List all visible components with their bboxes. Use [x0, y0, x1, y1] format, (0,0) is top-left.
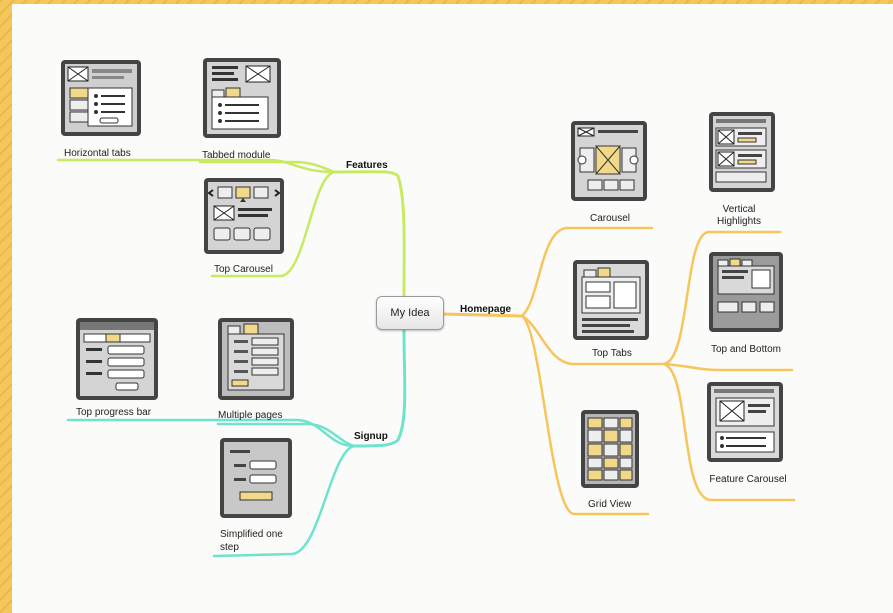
feature-carousel-wireframe-icon	[707, 382, 783, 462]
node-top-tabs[interactable]: Top Tabs	[592, 348, 632, 359]
link-homepage-top-tabs	[520, 314, 666, 366]
node-horizontal-tabs[interactable]: Horizontal tabs	[64, 148, 131, 159]
root-node[interactable]: My Idea	[376, 296, 444, 330]
node-simplified-one-step[interactable]: Simplified one step	[220, 529, 283, 553]
link-homepage-carousel	[520, 226, 654, 318]
top-and-bottom-wireframe-icon	[709, 252, 783, 332]
multiple-pages-wireframe-icon	[218, 318, 294, 400]
branch-features-label[interactable]: Features	[346, 160, 388, 171]
link-root-signup	[352, 328, 407, 448]
node-top-and-bottom[interactable]: Top and Bottom	[710, 344, 782, 355]
root-label: My Idea	[390, 307, 430, 319]
simplified-one-step-wireframe-icon	[220, 438, 292, 518]
link-toptabs-vertical-highlights	[662, 230, 782, 366]
carousel-wireframe-icon	[571, 121, 647, 201]
top-carousel-wireframe-icon	[204, 178, 284, 254]
top-progress-bar-wireframe-icon	[76, 318, 158, 400]
link-signup-top-progress-bar	[66, 418, 356, 448]
link-root-homepage	[440, 312, 524, 318]
node-vertical-highlights[interactable]: Vertical Highlights	[717, 204, 761, 227]
link-features-tabbed-module	[198, 160, 336, 174]
branch-signup-label[interactable]: Signup	[354, 431, 388, 442]
link-toptabs-top-and-bottom	[662, 362, 794, 372]
link-features-top-carousel	[210, 170, 336, 278]
link-signup-multiple-pages	[216, 422, 356, 448]
top-tabs-wireframe-icon	[573, 260, 649, 340]
node-tabbed-module[interactable]: Tabbed module	[202, 150, 271, 161]
grid-view-wireframe-icon	[581, 410, 639, 488]
node-feature-carousel[interactable]: Feature Carousel	[709, 474, 787, 485]
node-multiple-pages[interactable]: Multiple pages	[218, 410, 283, 421]
node-top-carousel[interactable]: Top Carousel	[214, 264, 273, 275]
branch-homepage-label[interactable]: Homepage	[460, 304, 512, 315]
node-carousel[interactable]: Carousel	[590, 213, 631, 224]
link-root-features	[332, 170, 406, 298]
link-homepage-grid-view	[520, 314, 650, 516]
tabbed-module-wireframe-icon	[203, 58, 281, 138]
node-grid-view[interactable]: Grid View	[588, 499, 632, 510]
link-signup-simplified	[212, 444, 356, 558]
link-toptabs-feature-carousel	[662, 362, 796, 502]
vertical-highlights-wireframe-icon	[709, 112, 775, 192]
link-features-horizontal-tabs	[56, 158, 336, 174]
horizontal-tabs-wireframe-icon	[61, 60, 141, 136]
node-top-progress-bar[interactable]: Top progress bar	[76, 407, 152, 418]
